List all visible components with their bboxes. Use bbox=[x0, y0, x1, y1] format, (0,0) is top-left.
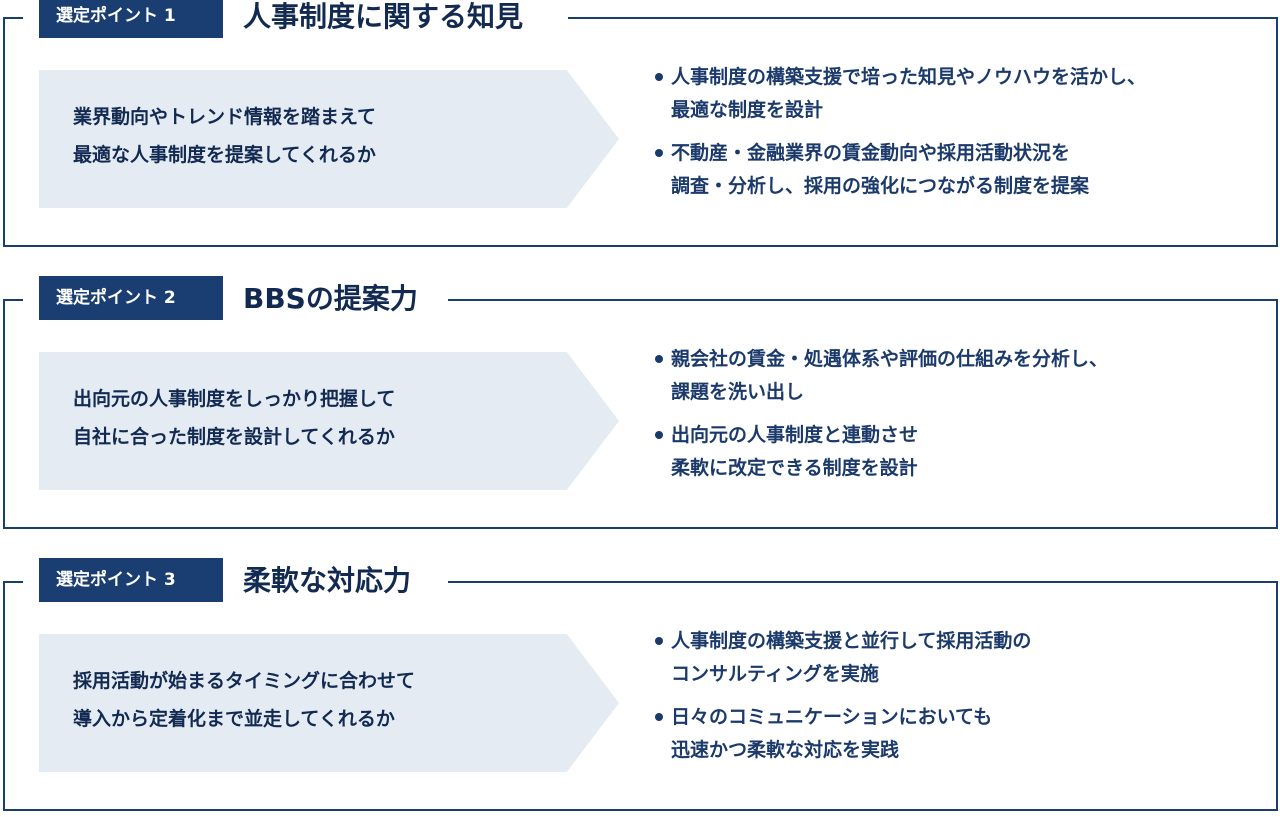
bullet-icon bbox=[655, 73, 663, 81]
answer-item: 人事制度の構築支援で培った知見やノウハウを活かし、 最適な制度を設計 bbox=[653, 61, 1273, 127]
frame-line-left bbox=[3, 17, 23, 19]
point-badge: 選定ポイント 2 bbox=[39, 276, 223, 320]
bullet-icon bbox=[655, 355, 663, 363]
question-box: 採用活動が始まるタイミングに合わせて 導入から定着化まで並走してくれるか bbox=[39, 634, 619, 772]
selection-point-2: 選定ポイント 2 BBSの提案力 出向元の人事制度をしっかり把握して 自社に合っ… bbox=[3, 276, 1278, 529]
bullet-icon bbox=[655, 431, 663, 439]
answer-item: 親会社の賃金・処遇体系や評価の仕組みを分析し、 課題を洗い出し bbox=[653, 343, 1273, 409]
question-line: 導入から定着化まで並走してくれるか bbox=[73, 708, 395, 730]
question-line: 業界動向やトレンド情報を踏まえて bbox=[73, 106, 377, 128]
question-line: 採用活動が始まるタイミングに合わせて bbox=[73, 670, 416, 692]
answer-line: 最適な制度を設計 bbox=[671, 99, 824, 121]
answer-line: 課題を洗い出し bbox=[671, 381, 805, 403]
answer-line: 出向元の人事制度と連動させ bbox=[671, 424, 919, 446]
question-box: 出向元の人事制度をしっかり把握して 自社に合った制度を設計してくれるか bbox=[39, 352, 619, 490]
answer-line: 迅速かつ柔軟な対応を実践 bbox=[671, 739, 900, 761]
answer-list: 人事制度の構築支援で培った知見やノウハウを活かし、 最適な制度を設計 不動産・金… bbox=[653, 61, 1273, 213]
frame-line-right bbox=[448, 299, 1278, 301]
point-badge: 選定ポイント 3 bbox=[39, 558, 223, 602]
answer-line: 人事制度の構築支援と並行して採用活動の bbox=[671, 630, 1032, 652]
point-title: 人事制度に関する知見 bbox=[243, 0, 538, 39]
bullet-icon bbox=[655, 637, 663, 645]
question-line: 最適な人事制度を提案してくれるか bbox=[73, 144, 376, 166]
answer-line: 人事制度の構築支援で培った知見やノウハウを活かし、 bbox=[671, 66, 1147, 88]
answer-item: 人事制度の構築支援と並行して採用活動の コンサルティングを実施 bbox=[653, 625, 1273, 691]
bullet-icon bbox=[655, 713, 663, 721]
answer-item: 日々のコミュニケーションにおいても 迅速かつ柔軟な対応を実践 bbox=[653, 701, 1273, 767]
frame-line-right bbox=[568, 17, 1278, 19]
answer-item: 不動産・金融業界の賃金動向や採用活動状況を 調査・分析し、採用の強化につながる制… bbox=[653, 137, 1273, 203]
answer-line: 親会社の賃金・処遇体系や評価の仕組みを分析し、 bbox=[671, 348, 1109, 370]
point-badge: 選定ポイント 1 bbox=[39, 0, 223, 38]
answer-line: 不動産・金融業界の賃金動向や採用活動状況を bbox=[671, 142, 1071, 164]
question-line: 出向元の人事制度をしっかり把握して bbox=[73, 388, 396, 410]
answer-list: 人事制度の構築支援と並行して採用活動の コンサルティングを実施 日々のコミュニケ… bbox=[653, 625, 1273, 777]
frame-line-left bbox=[3, 581, 23, 583]
answer-line: 柔軟に改定できる制度を設計 bbox=[671, 457, 918, 479]
frame-line-right bbox=[448, 581, 1278, 583]
answer-list: 親会社の賃金・処遇体系や評価の仕組みを分析し、 課題を洗い出し 出向元の人事制度… bbox=[653, 343, 1273, 495]
question-box: 業界動向やトレンド情報を踏まえて 最適な人事制度を提案してくれるか bbox=[39, 70, 619, 208]
question-line: 自社に合った制度を設計してくれるか bbox=[73, 426, 395, 448]
answer-line: 調査・分析し、採用の強化につながる制度を提案 bbox=[671, 175, 1090, 197]
point-title: 柔軟な対応力 bbox=[243, 559, 426, 603]
selection-point-3: 選定ポイント 3 柔軟な対応力 採用活動が始まるタイミングに合わせて 導入から定… bbox=[3, 558, 1278, 811]
answer-line: コンサルティングを実施 bbox=[671, 663, 879, 685]
bullet-icon bbox=[655, 149, 663, 157]
selection-point-1: 選定ポイント 1 人事制度に関する知見 業界動向やトレンド情報を踏まえて 最適な… bbox=[3, 0, 1278, 247]
frame-line-left bbox=[3, 299, 23, 301]
point-title: BBSの提案力 bbox=[243, 277, 432, 321]
answer-item: 出向元の人事制度と連動させ 柔軟に改定できる制度を設計 bbox=[653, 419, 1273, 485]
answer-line: 日々のコミュニケーションにおいても bbox=[671, 706, 993, 728]
